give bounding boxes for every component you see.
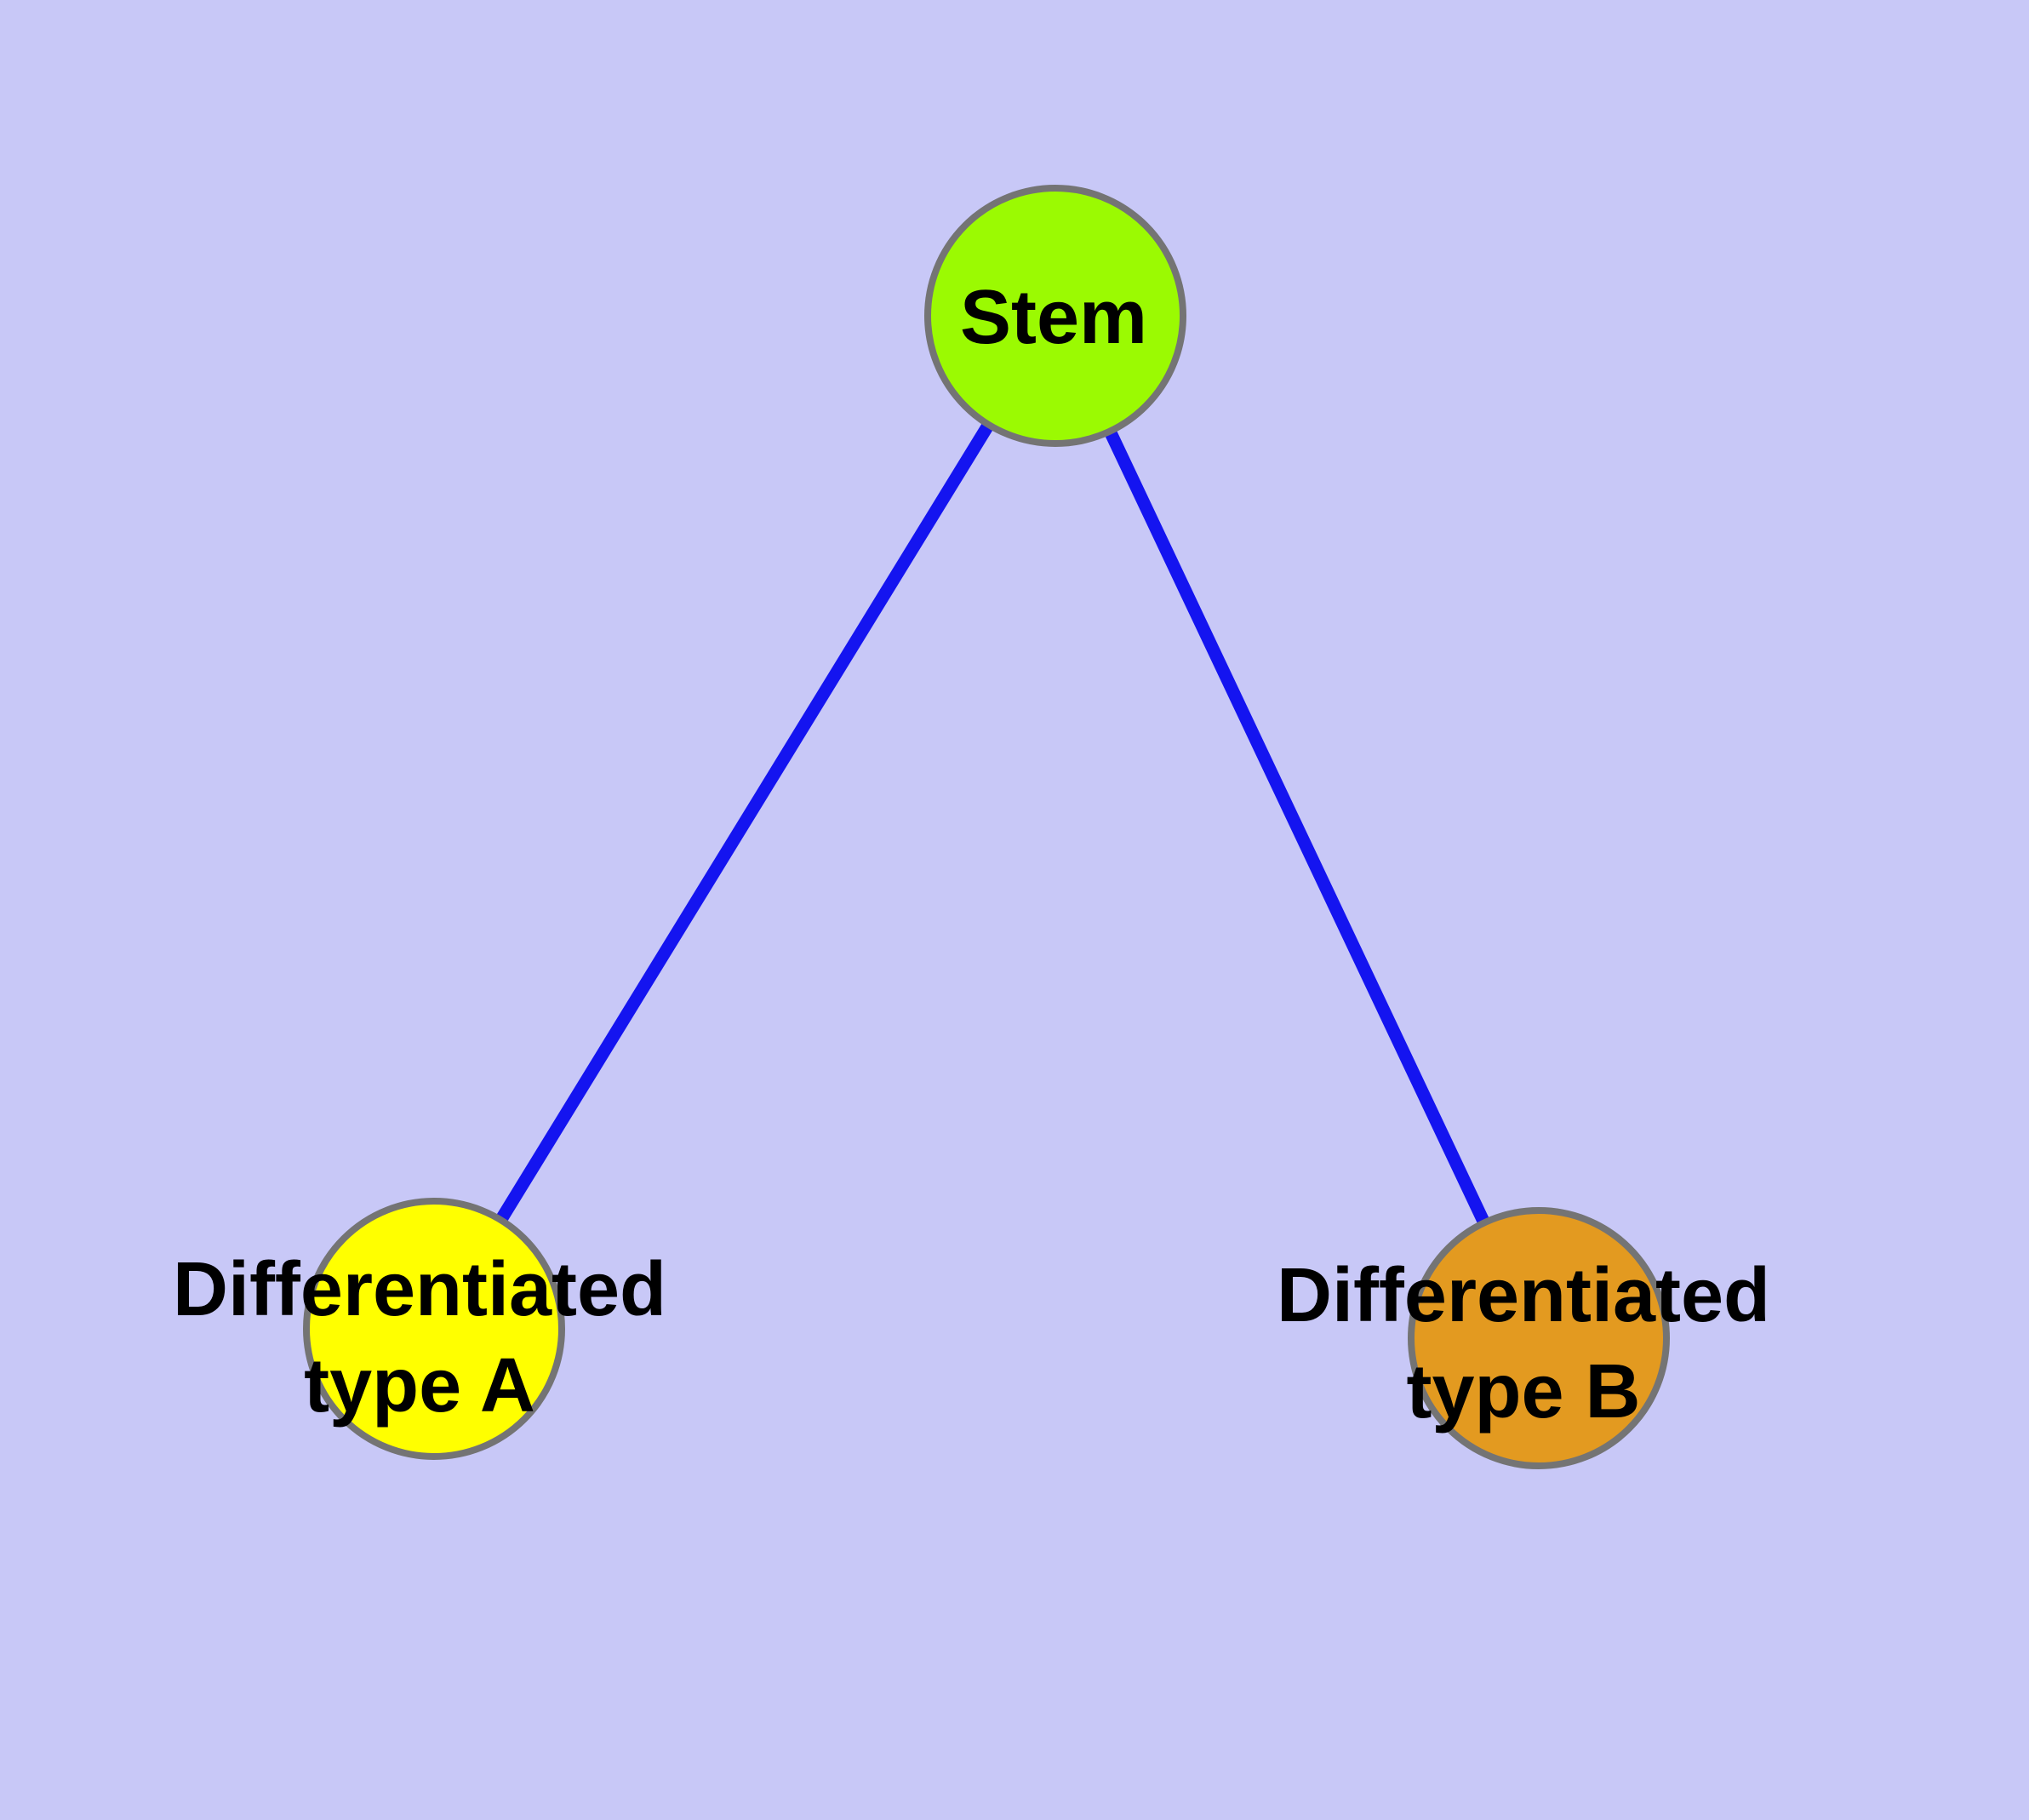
stem-node-circle	[924, 185, 1186, 447]
differentiated-type-b-label-line1: Differentiated	[1277, 1253, 1770, 1338]
differentiated-type-a-node-circle	[303, 1198, 565, 1460]
node-labels: Stem Differentiated type A Differentiate…	[173, 275, 1770, 1434]
differentiated-type-a-label-line1: Differentiated	[173, 1247, 666, 1332]
edge-stem-to-type-b	[1049, 312, 1545, 1342]
differentiated-type-b-label-line2: type B	[1406, 1349, 1640, 1434]
stem-node-label: Stem	[960, 275, 1147, 360]
differentiated-type-a-label-line2: type A	[304, 1343, 535, 1428]
differentiated-type-b-node-circle	[1408, 1207, 1670, 1469]
edge-stem-to-type-a	[428, 312, 1061, 1332]
